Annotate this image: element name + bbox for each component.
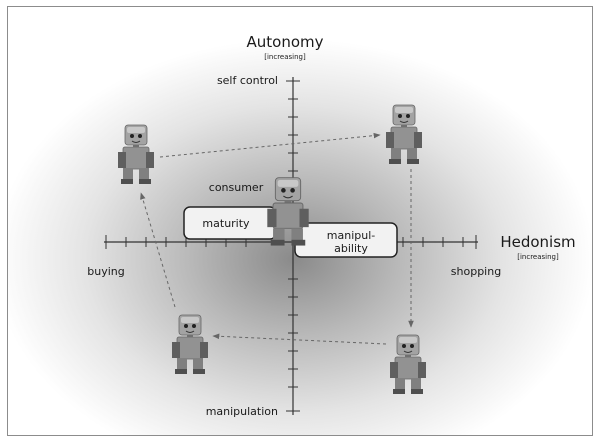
consumer-figure	[266, 177, 310, 247]
vertical-axis-ticks	[286, 80, 300, 412]
robot-figure-top-right	[385, 104, 423, 165]
horizontal-axis-subtitle: [increasing]	[517, 253, 559, 261]
transition-arrows	[140, 132, 414, 345]
arrow-bottom-left-to-top-left	[140, 192, 176, 308]
horizontal-axis-ticks	[105, 235, 477, 249]
diagram-frame: Autonomy [increasing] self control manip…	[7, 6, 593, 436]
arrow-top-left-to-top-right	[159, 132, 381, 158]
horizontal-axis-title: Hedonism	[500, 233, 575, 251]
manipulability-label-line2: ability	[334, 242, 368, 255]
horizontal-axis-right-label: shopping	[451, 265, 501, 278]
diagram-canvas: Autonomy [increasing] self control manip…	[87, 33, 575, 418]
robot-figure-top-left	[117, 124, 155, 185]
robot-figure-bottom-left	[171, 314, 209, 375]
vertical-axis-subtitle: [increasing]	[264, 53, 306, 61]
vertical-axis-title: Autonomy	[247, 33, 324, 51]
arrow-bottom-right-to-bottom-left	[212, 333, 387, 345]
horizontal-axis-left-label: buying	[87, 265, 124, 278]
robot-figure-bottom-right	[389, 334, 427, 395]
vertical-axis-bottom-label: manipulation	[206, 405, 278, 418]
consumer-label: consumer	[209, 181, 264, 194]
maturity-label: maturity	[202, 217, 250, 230]
vertical-axis-top-label: self control	[217, 74, 278, 87]
manipulability-label-line1: manipul-	[327, 229, 375, 242]
